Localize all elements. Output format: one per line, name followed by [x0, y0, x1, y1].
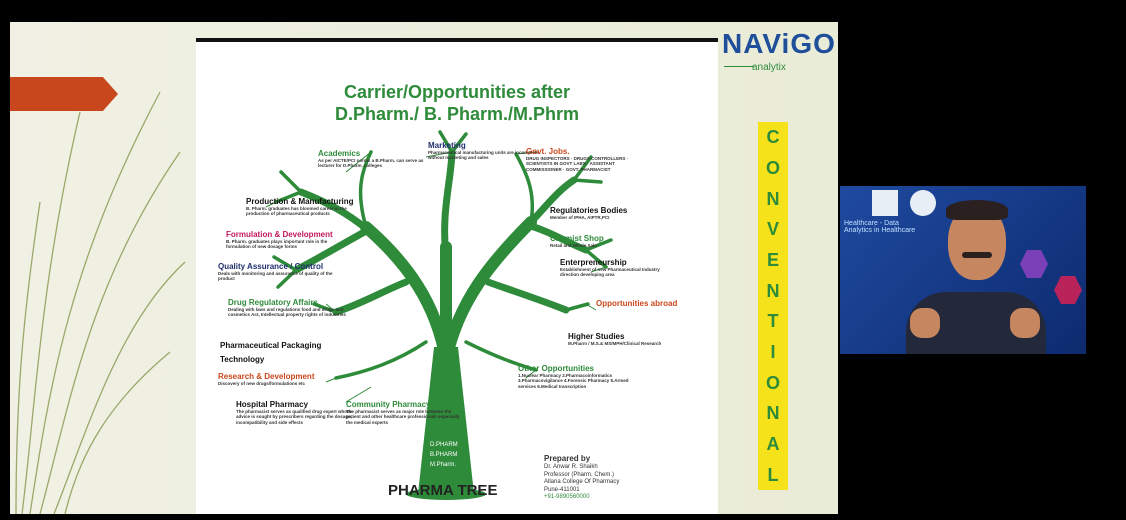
tree-illustration [265, 130, 613, 500]
career-label: Govt. Jobs.DRUG INSPECTORS · DRUGS CONTR… [526, 147, 646, 172]
banner-letter: O [765, 157, 780, 178]
career-label-description: Establishment of new Pharmaceutical Indu… [560, 267, 660, 278]
career-label-description: As per AICTE/PCI norms a B.Pharm. can se… [318, 158, 424, 169]
banner-letter: T [767, 311, 779, 332]
career-label: Technology [220, 355, 264, 364]
prepared-by-line-3: Allana College Of Pharmacy [544, 479, 620, 485]
career-label-title: Quality Assurance / Control [218, 262, 324, 271]
career-label-title: Hospital Pharmacy [236, 400, 309, 409]
career-label-title: Other Opportunities [518, 364, 594, 373]
presenter-hand-right [1010, 308, 1040, 338]
prepared-by-heading: Prepared by [544, 454, 591, 463]
career-label-description: Member of IPHA, AIPTR,PCI [550, 215, 610, 221]
banner-letter: N [766, 403, 780, 424]
trunk-degree-label-3: M.Pharm. [430, 462, 457, 468]
banner-letter: O [765, 372, 780, 393]
trunk-degree-label-2: B.PHARM [430, 452, 458, 458]
banner-letter: A [766, 433, 780, 454]
career-label-title: Opportunities abroad [596, 299, 678, 308]
video-logo-badge-2 [910, 190, 936, 216]
career-label-title: Govt. Jobs. [526, 147, 570, 156]
career-label-description: Discovery of new drugs/formulations etc [218, 381, 306, 387]
decorative-grass-lines [15, 91, 186, 514]
pharma-tree-poster: Carrier/Opportunities after D.Pharm./ B.… [196, 38, 718, 514]
prepared-by-line-1: Dr. Anwar R. Shaikh [544, 464, 598, 470]
banner-letter: C [766, 127, 780, 148]
banner-letter: N [766, 188, 780, 209]
presenter-moustache [962, 252, 992, 258]
banner-letter: E [766, 249, 779, 270]
video-slide-text: Healthcare - Data Analytics in Healthcar… [844, 220, 916, 234]
career-label-title: Pharmaceutical Packaging [220, 341, 322, 350]
career-label-title: Higher Studies [568, 332, 625, 341]
prepared-by-line-5: +91-9890560000 [544, 494, 590, 500]
prepared-by-block: Prepared by Dr. Anwar R. Shaikh Professo… [544, 454, 619, 502]
orange-arrow-shape [10, 77, 118, 111]
poster-title-line-2: D.Pharm./ B. Pharm./M.Phrm [334, 104, 580, 124]
logo-underline [724, 66, 754, 67]
banner-letter: N [766, 280, 780, 301]
career-label: Pharmaceutical Packaging [220, 341, 321, 350]
career-label-description: Pharmaceutical manufacturing units are i… [428, 150, 539, 161]
presenter-avatar [900, 200, 1050, 354]
presentation-slide: Carrier/Opportunities after D.Pharm./ B.… [10, 22, 838, 514]
career-label-description: B. Pharm. graduates has bloomed career i… [246, 206, 347, 217]
navigo-logo: NAViGO [722, 28, 836, 59]
career-label-description: 1.Nuclear Pharmacy 2.Pharmacoinformatics… [518, 373, 629, 389]
career-label-title: Technology [220, 355, 265, 364]
career-label: Opportunities abroad [596, 299, 677, 308]
presenter-hand-left [910, 308, 940, 338]
banner-letter: L [767, 464, 779, 485]
prepared-by-line-2: Professor (Pharm. Chem.) [544, 471, 615, 478]
career-label-description: The pharmacist serves as qualified drug … [236, 409, 353, 425]
navigo-logo-tagline: analytix [752, 62, 786, 73]
career-label-description: Dealing with laws and regulations food a… [228, 307, 346, 318]
career-label-title: Regulatories Bodies [550, 206, 628, 215]
pharma-tree-label: PHARMA TREE [388, 482, 498, 499]
career-label-description: M.Pharm / M.S.& MS/MPH/Clinical Research [568, 341, 662, 347]
poster-title-line-1: Carrier/Opportunities after [343, 82, 571, 102]
career-label-description: Retail and Whole Sale [550, 243, 597, 249]
career-label-description: B. Pharm. graduates plays important role… [226, 239, 328, 250]
presenter-hair [946, 200, 1008, 220]
presenter-video-thumbnail[interactable]: Healthcare - Data Analytics in Healthcar… [840, 186, 1086, 354]
career-label-title: Drug Regulatory Affairs [228, 298, 318, 307]
career-label-title: Academics [318, 149, 361, 158]
career-label-title: Chemist Shop [550, 234, 604, 243]
career-label-title: Research & Development [218, 372, 315, 381]
banner-letter: I [770, 341, 776, 362]
career-label-description: DRUG INSPECTORS · DRUGS CONTROLLERS · SC… [526, 156, 629, 172]
prepared-by-line-4: Pune-411001 [544, 486, 580, 493]
career-label-title: Marketing [428, 141, 466, 150]
career-label-title: Production & Manufacturing [246, 197, 354, 206]
career-label-title: Formulation & Development [226, 230, 333, 239]
career-label-description: The pharmacist serves as major role betw… [346, 409, 460, 425]
career-label-title: Community Pharmacy [346, 400, 431, 409]
banner-letter: V [766, 219, 779, 240]
trunk-degree-label-1: D.PHARM [430, 442, 458, 448]
video-logo-badge-1 [872, 190, 898, 216]
career-label-title: Enterpreneurship [560, 258, 627, 267]
career-label-description: Deals with monitoring and assurance of q… [218, 271, 333, 282]
